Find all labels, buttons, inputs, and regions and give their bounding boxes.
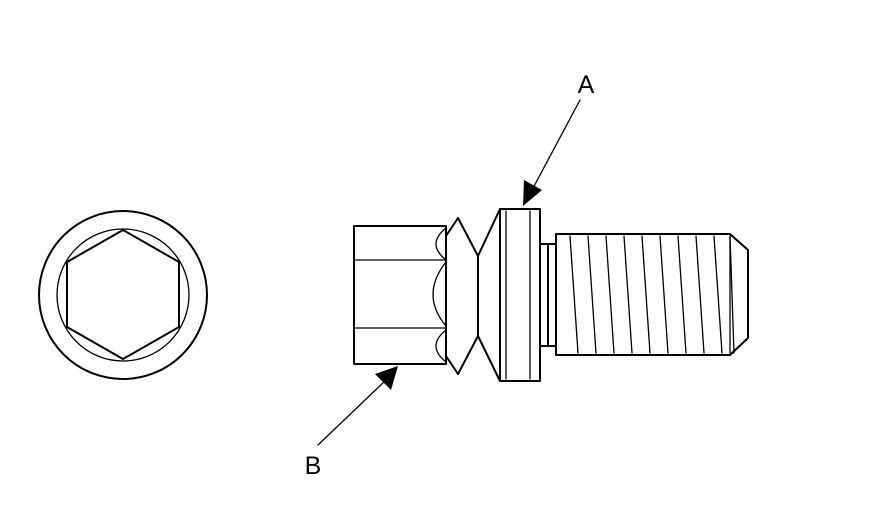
bolt-head-end-view — [38, 210, 208, 380]
callout-a-leader — [531, 99, 581, 191]
hex-head-side — [353, 225, 447, 365]
tapered-section — [445, 208, 501, 382]
thread-lines — [569, 235, 735, 354]
hex-chamfer-arcs — [432, 227, 447, 363]
callout-b-leader — [317, 379, 387, 446]
callout-b-label: B — [305, 452, 322, 480]
collar-flange — [499, 208, 541, 382]
callout-a: A — [523, 71, 595, 206]
shank-neck — [539, 233, 557, 356]
collar-body — [499, 208, 541, 382]
callout-a-arrowhead — [523, 180, 542, 206]
callout-a-label: A — [578, 71, 595, 99]
bolt-side-view — [353, 208, 749, 382]
end-view-hexagon — [66, 229, 180, 360]
taper-left-face — [445, 217, 459, 375]
threaded-shank — [539, 233, 749, 356]
shank-outline — [555, 233, 749, 356]
hex-head-body — [353, 225, 447, 365]
taper-outline — [457, 208, 501, 382]
callout-b-arrowhead — [375, 366, 398, 390]
end-view-outer-circle — [38, 210, 208, 380]
callout-b: B — [305, 366, 398, 480]
end-view-inner-circle — [56, 228, 190, 362]
